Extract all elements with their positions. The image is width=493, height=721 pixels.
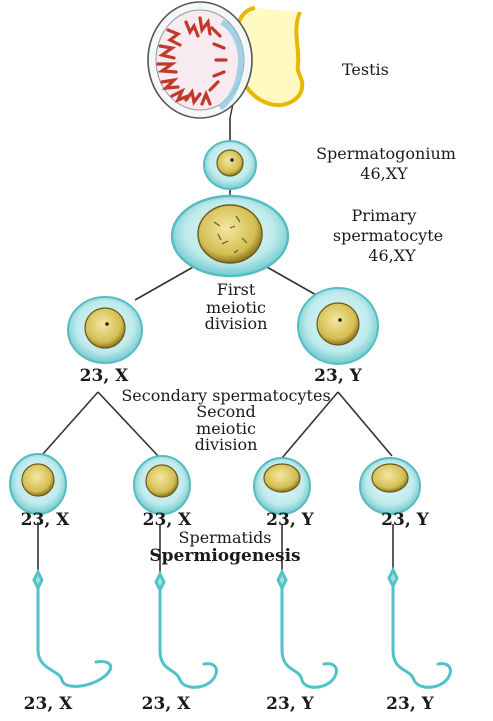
sperm-3 (278, 572, 336, 687)
second-division-line1: Second (196, 404, 256, 420)
second-division-line3: division (195, 437, 258, 453)
spermatids-label: Spermatids (178, 530, 271, 546)
primary-karyotype: 46,XY (368, 248, 415, 264)
spermatid-karyotype-2: 23, X (143, 512, 192, 529)
primary-label-line1: Primary (352, 208, 417, 224)
spermiogenesis-label: Spermiogenesis (149, 548, 300, 565)
sperm-karyotype-2: 23, X (142, 696, 191, 713)
testis-label: Testis (342, 62, 389, 78)
sperm-1 (34, 572, 111, 686)
secondary-karyotype-y: 23, Y (314, 368, 362, 385)
spermatogonium-karyotype: 46,XY (360, 166, 407, 182)
spermatogonium-cell (204, 141, 256, 189)
spermatid-karyotype-3: 23, Y (266, 512, 314, 529)
secondary-karyotype-x: 23, X (80, 368, 129, 385)
sperm-karyotype-4: 23, Y (386, 696, 434, 713)
secondary-spermatocyte-x (68, 297, 142, 363)
first-division-line1: First (217, 282, 256, 298)
spermatid-cells (10, 454, 420, 514)
sperm-4 (389, 570, 450, 687)
first-division-line3: division (205, 316, 268, 332)
primary-spermatocyte-cell (172, 196, 288, 276)
sperm-2 (156, 574, 216, 687)
spermatogonium-label: Spermatogonium (316, 146, 456, 162)
spermatid-karyotype-4: 23, Y (381, 512, 429, 529)
sperm-karyotype-3: 23, Y (266, 696, 314, 713)
secondary-spermatocyte-y (298, 288, 378, 364)
sperm-cells (34, 570, 450, 687)
testis-illustration (148, 2, 302, 118)
spermatid-karyotype-1: 23, X (21, 512, 70, 529)
sperm-karyotype-1: 23, X (24, 696, 73, 713)
primary-label-line2: spermatocyte (333, 228, 443, 244)
